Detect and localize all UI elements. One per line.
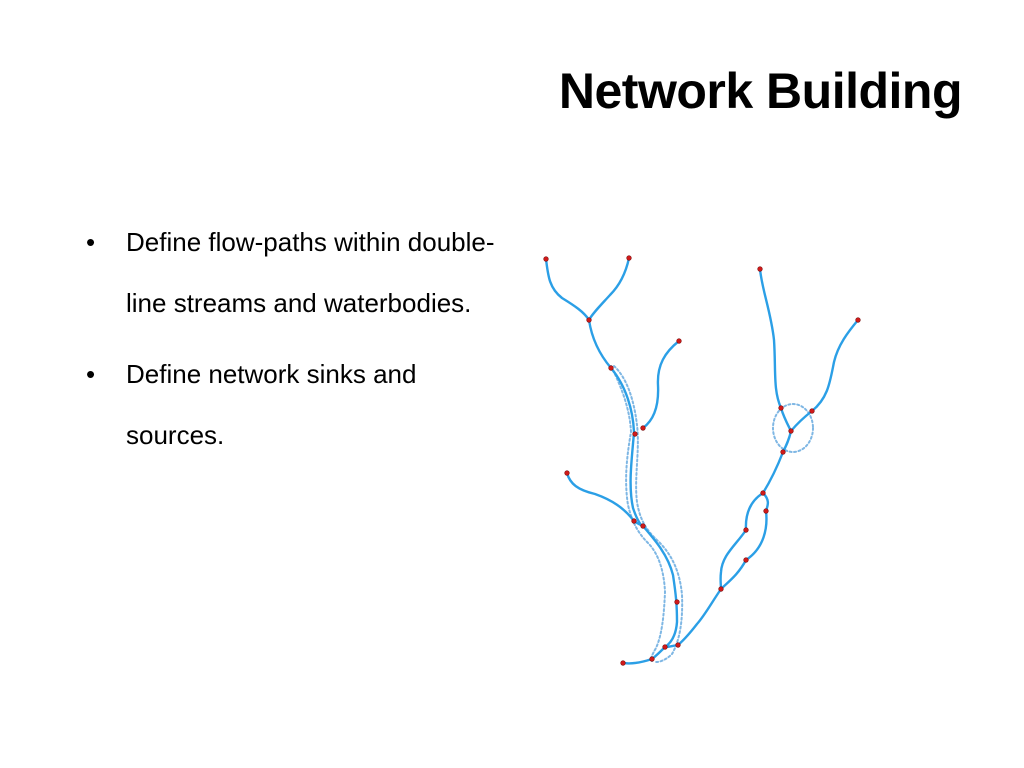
network-nodes <box>543 255 861 666</box>
network-node <box>632 431 638 437</box>
network-node <box>626 255 632 261</box>
stream-braid-right <box>719 491 770 591</box>
network-node <box>640 523 646 529</box>
stream-west-tributary <box>565 471 636 523</box>
network-node <box>743 557 749 563</box>
network-node <box>855 317 861 323</box>
network-node <box>676 338 682 344</box>
network-node <box>778 405 784 411</box>
stream-right-north-branch <box>758 267 793 433</box>
network-node <box>760 490 766 496</box>
slide-title: Network Building <box>558 63 963 119</box>
network-node <box>743 527 749 533</box>
network-node <box>564 470 570 476</box>
stream-left-main-upper <box>587 318 613 370</box>
stream-right-northeast-branch <box>789 318 860 433</box>
network-node <box>640 425 646 431</box>
bullet-icon: • <box>86 227 96 257</box>
stream-right-main-upper <box>761 429 793 495</box>
network-node <box>543 256 549 262</box>
stream-east-tributary <box>641 339 681 430</box>
stream-bank-left <box>610 365 667 662</box>
network-node <box>788 428 794 434</box>
network-node <box>631 518 637 524</box>
network-node <box>763 508 769 514</box>
network-node <box>649 656 655 662</box>
network-node <box>757 266 763 272</box>
network-node <box>620 660 626 666</box>
stream-right-main-lower <box>663 587 723 649</box>
network-node <box>608 365 614 371</box>
bullet-icon: • <box>86 359 96 389</box>
network-node <box>662 644 668 650</box>
stream-upper-left-branch <box>544 257 591 322</box>
bullet-list: • Define flow-paths within double-line s… <box>86 212 496 476</box>
network-node <box>674 599 680 605</box>
stream-braid-left <box>719 491 765 591</box>
bullet-text-flow-paths: Define flow-paths within double-line str… <box>126 227 495 318</box>
stream-outlet <box>621 645 667 665</box>
bullet-text-sinks-sources: Define network sinks and sources. <box>126 359 417 450</box>
network-node <box>780 449 786 455</box>
stream-bank-right <box>613 365 684 663</box>
bullet-item-sinks-sources: • Define network sinks and sources. <box>86 344 496 466</box>
stream-upper-right-branch <box>587 256 631 322</box>
waterbody-outline <box>772 403 814 453</box>
network-node <box>675 642 681 648</box>
network-node <box>718 586 724 592</box>
bullet-item-flow-paths: • Define flow-paths within double-line s… <box>86 212 496 334</box>
network-node <box>586 317 592 323</box>
network-node <box>809 408 815 414</box>
